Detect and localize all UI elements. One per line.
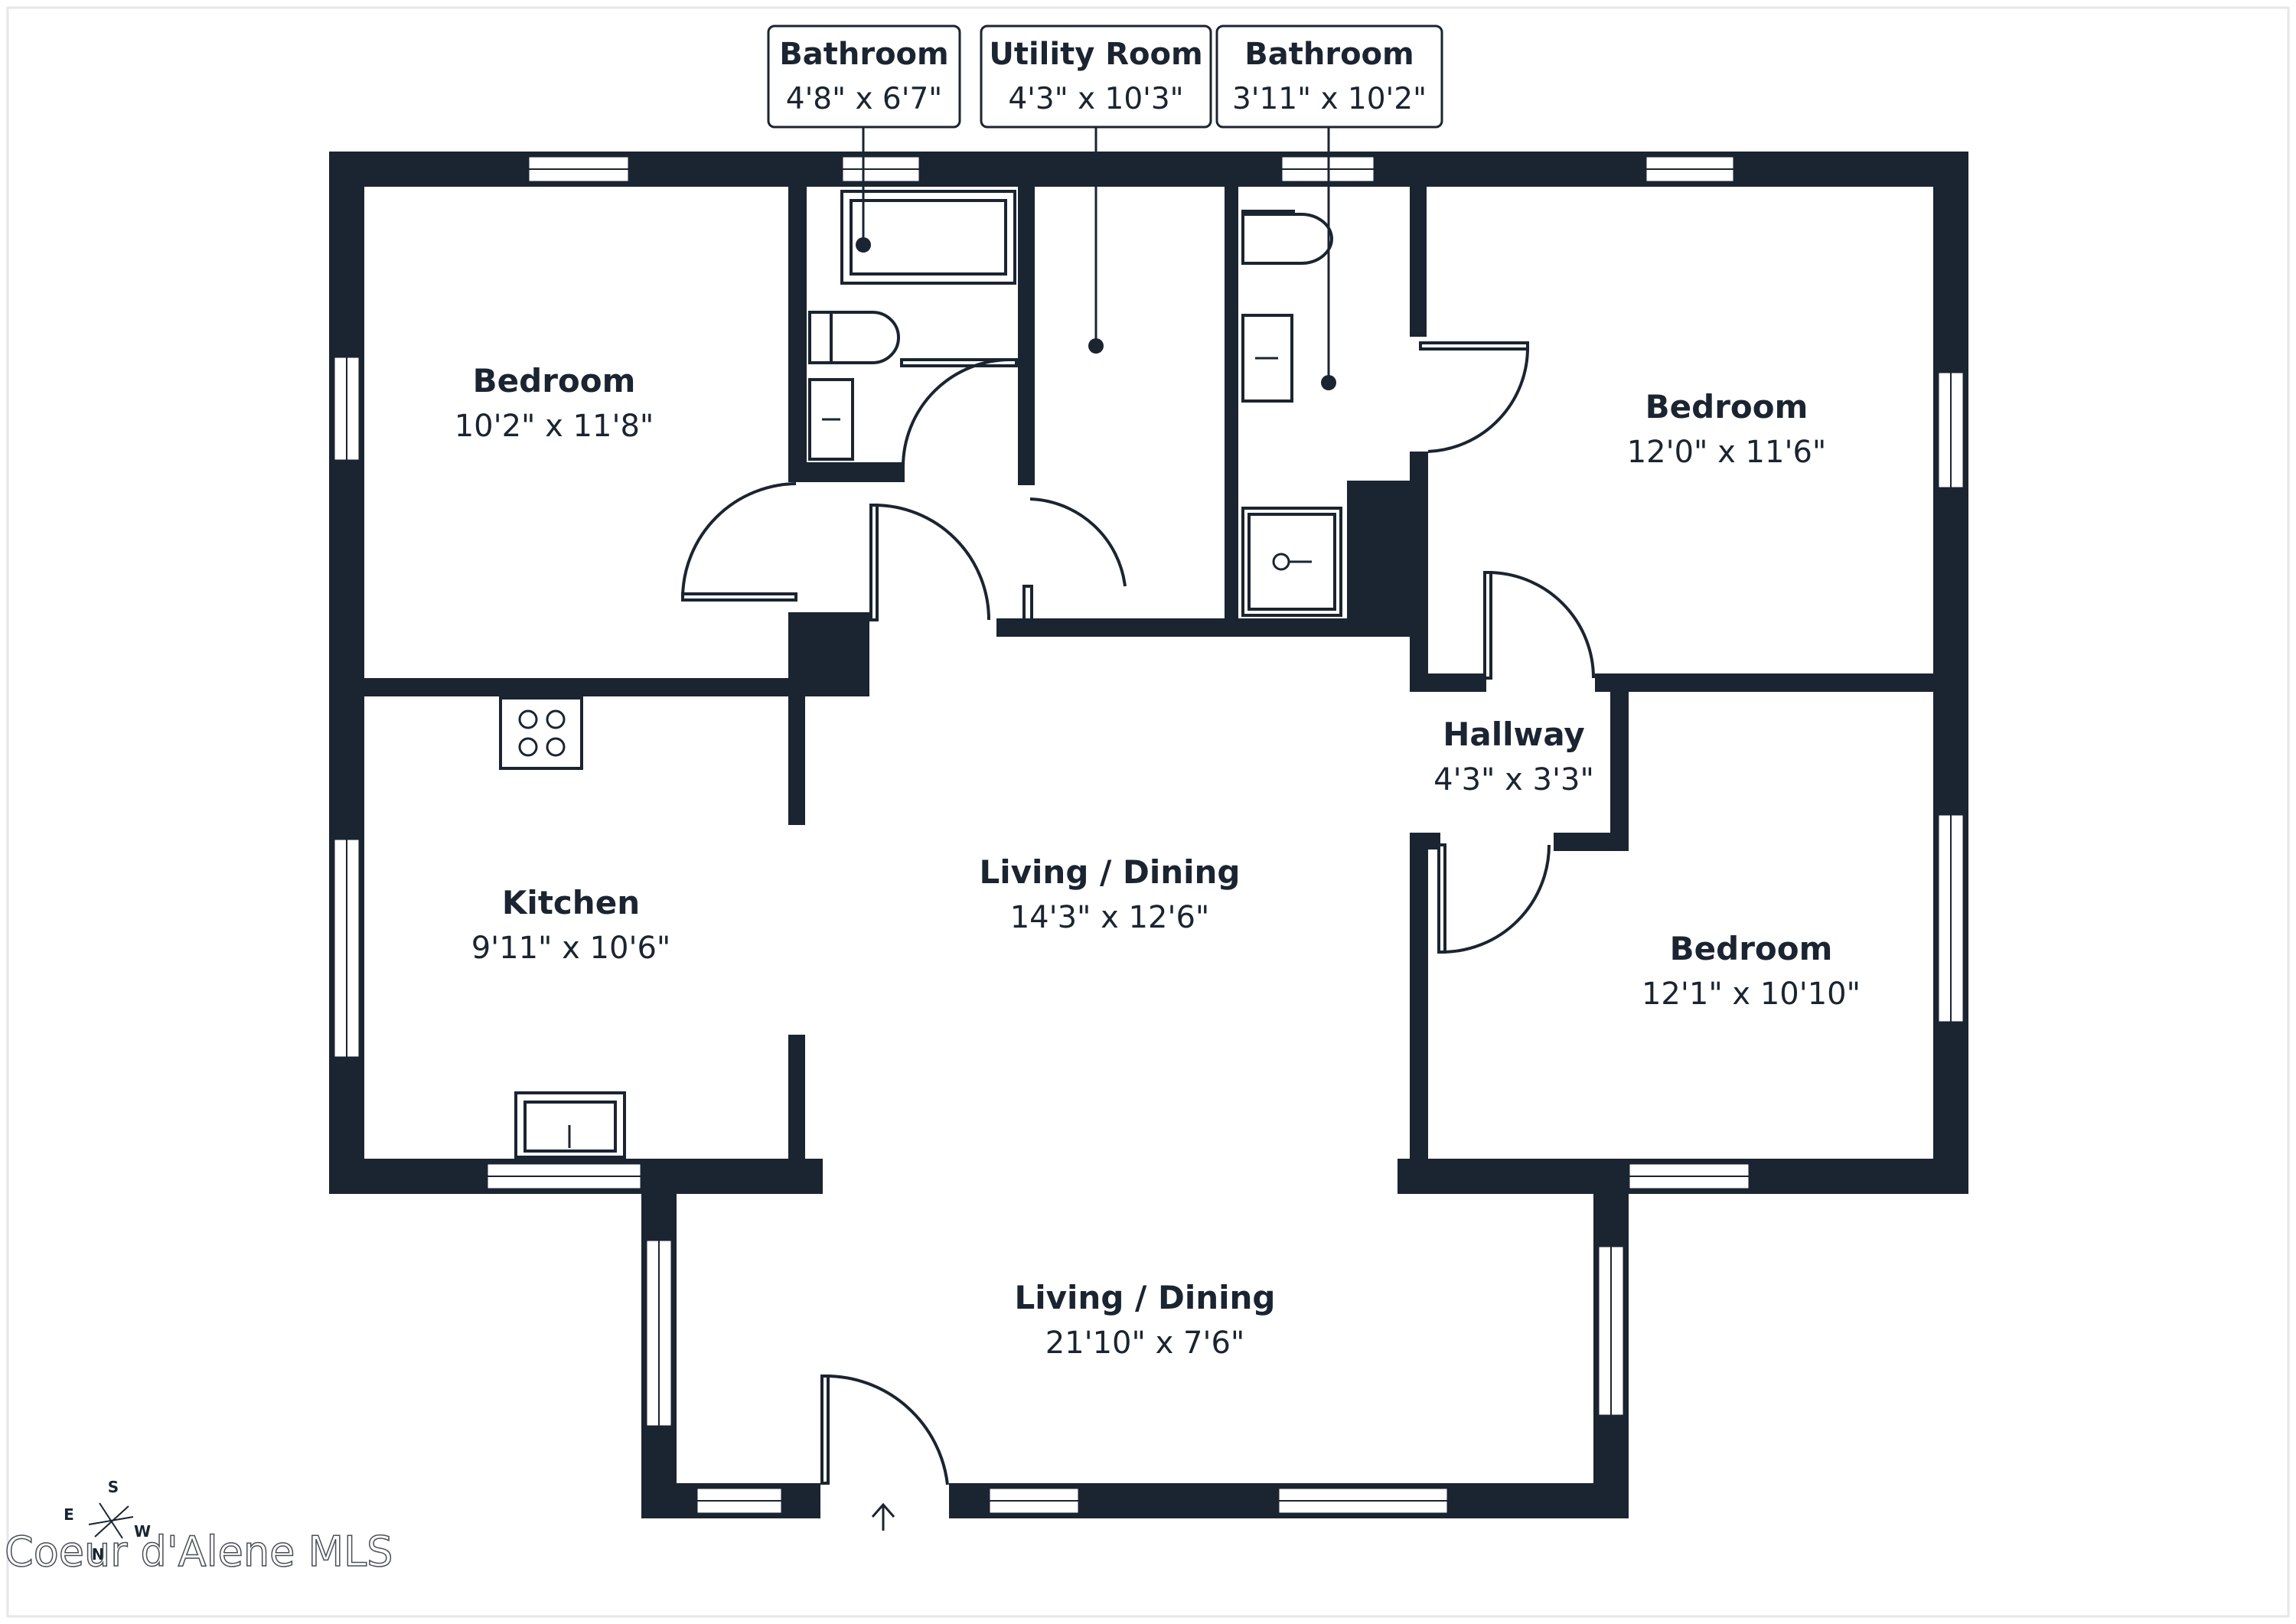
callout-utility-room: Utility Room 4'3" x 10'3" bbox=[980, 24, 1212, 129]
doors bbox=[681, 341, 1595, 1485]
kitchen-sink bbox=[514, 1091, 626, 1159]
room-name: Bedroom bbox=[1670, 930, 1833, 967]
door-swing bbox=[902, 358, 1011, 468]
watermark: Coeur d'Alene MLS bbox=[5, 1528, 393, 1576]
compass-west: W bbox=[134, 1522, 151, 1541]
callout-title: Bathroom bbox=[779, 37, 948, 72]
room-bedroom-1: Bedroom 10'2" x 11'8" bbox=[455, 362, 654, 444]
compass-south: S bbox=[108, 1478, 119, 1496]
callout-title: Bathroom bbox=[1244, 37, 1414, 72]
door-swing bbox=[824, 1374, 949, 1485]
page-frame bbox=[6, 6, 2290, 1618]
room-dimensions: 9'11" x 10'6" bbox=[471, 931, 671, 966]
callout-bathroom-1: Bathroom 4'8" x 6'7" bbox=[767, 24, 961, 129]
room-living-dining-2: Living / Dining 21'10" x 7'6" bbox=[1014, 1279, 1275, 1361]
room-name: Hallway bbox=[1443, 716, 1585, 753]
door bbox=[681, 592, 797, 602]
callout-dimensions: 4'3" x 10'3" bbox=[1008, 82, 1183, 116]
room-name: Living / Dining bbox=[1014, 1279, 1275, 1316]
room-dimensions: 12'1" x 10'10" bbox=[1642, 977, 1861, 1012]
compass-east: E bbox=[64, 1505, 74, 1524]
door-swing bbox=[1487, 571, 1595, 679]
door-swing bbox=[1441, 844, 1551, 954]
room-bedroom-2: Bedroom 12'0" x 11'6" bbox=[1627, 388, 1827, 470]
door-swing bbox=[1427, 345, 1530, 453]
compass-north: N bbox=[92, 1545, 105, 1564]
toilet bbox=[1241, 210, 1333, 265]
room-dimensions: 14'3" x 12'6" bbox=[1010, 900, 1210, 935]
door bbox=[1022, 585, 1033, 621]
callout-title: Utility Room bbox=[989, 37, 1202, 72]
room-hallway: Hallway 4'3" x 3'3" bbox=[1433, 716, 1594, 797]
fixtures bbox=[499, 190, 1342, 1159]
door bbox=[1437, 843, 1446, 954]
door-swing bbox=[873, 504, 990, 621]
sink bbox=[808, 378, 854, 461]
room-name: Bedroom bbox=[473, 362, 636, 399]
door-swing bbox=[1029, 497, 1127, 587]
room-name: Bedroom bbox=[1645, 388, 1808, 426]
door bbox=[1419, 341, 1529, 351]
front-door bbox=[820, 1375, 830, 1485]
room-name: Living / Dining bbox=[979, 853, 1240, 891]
callout-dimensions: 3'11" x 10'2" bbox=[1232, 82, 1427, 116]
compass-icon: S E W N bbox=[64, 1478, 151, 1564]
front-door-opening bbox=[820, 1483, 949, 1518]
door bbox=[900, 358, 1018, 367]
room-dimensions: 4'3" x 3'3" bbox=[1433, 762, 1594, 797]
room-dimensions: 21'10" x 7'6" bbox=[1045, 1326, 1245, 1361]
stove bbox=[499, 696, 583, 770]
door bbox=[869, 504, 879, 621]
entry-arrow-icon bbox=[871, 1502, 895, 1531]
door bbox=[1483, 571, 1492, 680]
room-dimensions: 10'2" x 11'8" bbox=[455, 409, 654, 444]
door-swing bbox=[681, 482, 797, 598]
callout-bathroom-2: Bathroom 3'11" x 10'2" bbox=[1215, 24, 1443, 129]
room-kitchen: Kitchen 9'11" x 10'6" bbox=[471, 884, 671, 966]
room-name: Kitchen bbox=[502, 884, 640, 921]
callout-dimensions: 4'8" x 6'7" bbox=[786, 82, 942, 116]
toilet bbox=[808, 311, 900, 364]
room-dimensions: 12'0" x 11'6" bbox=[1627, 435, 1827, 470]
room-bedroom-3: Bedroom 12'1" x 10'10" bbox=[1642, 930, 1861, 1012]
callout-leaders bbox=[856, 127, 1336, 390]
room-living-dining-1: Living / Dining 14'3" x 12'6" bbox=[979, 853, 1240, 935]
